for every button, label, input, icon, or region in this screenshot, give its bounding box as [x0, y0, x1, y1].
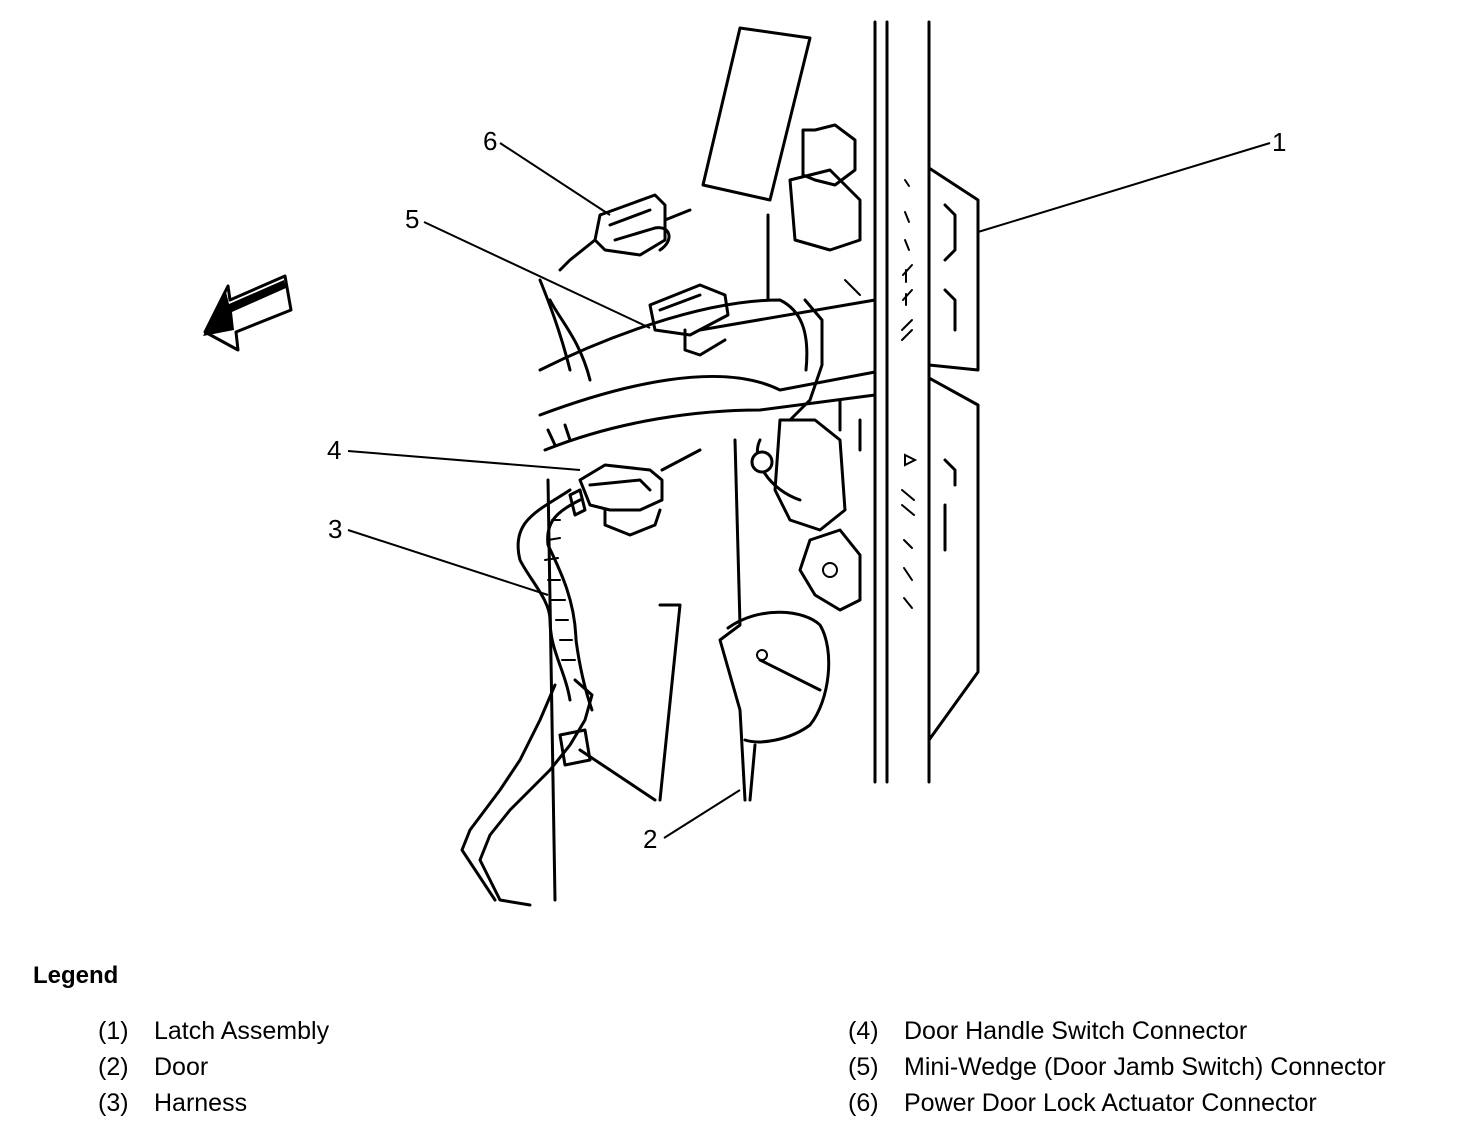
callout-5: 5	[405, 204, 419, 234]
legend-item: (5) Mini-Wedge (Door Jamb Switch) Connect…	[848, 1049, 1386, 1085]
legend-item-label: Mini-Wedge (Door Jamb Switch) Connector	[904, 1053, 1386, 1081]
arrow-forward-icon	[203, 274, 293, 352]
legend-item: (6) Power Door Lock Actuator Connector	[848, 1085, 1386, 1121]
legend-list-right: (4) Door Handle Switch Connector (5) Mini-…	[848, 1013, 1386, 1121]
power-door-lock-actuator-connector	[558, 193, 692, 272]
legend-item-label: Door Handle Switch Connector	[904, 1017, 1248, 1045]
legend-item-label: Latch Assembly	[154, 1017, 330, 1045]
callout-1: 1	[1272, 127, 1286, 157]
door-panel	[538, 298, 877, 802]
callout-3: 3	[328, 514, 342, 544]
legend-item: (4) Door Handle Switch Connector	[848, 1013, 1386, 1049]
legend-item-number: (1)	[98, 1017, 129, 1045]
legend-item-label: Door	[154, 1053, 209, 1081]
callout-leaders	[347, 142, 1271, 839]
legend-item-label: Harness	[154, 1089, 248, 1117]
legend-item: (1) Latch Assembly	[98, 1013, 329, 1049]
callout-4: 4	[327, 435, 341, 465]
legend-item-number: (3)	[98, 1089, 129, 1117]
legend-item-label: Power Door Lock Actuator Connector	[904, 1089, 1317, 1117]
door-pillar	[873, 20, 980, 784]
legend-item-number: (6)	[848, 1089, 879, 1117]
door-wiring-diagram: 1 2 3 4 5 6	[203, 20, 1286, 907]
legend-item: (3) Harness	[98, 1085, 329, 1121]
callout-6: 6	[483, 126, 497, 156]
legend-item-number: (5)	[848, 1053, 879, 1081]
legend-title: Legend	[33, 962, 119, 989]
harness	[460, 278, 594, 907]
mini-wedge-connector	[648, 283, 730, 357]
legend-item-number: (4)	[848, 1017, 879, 1045]
legend-item-number: (2)	[98, 1053, 129, 1081]
legend-item: (2) Door	[98, 1049, 329, 1085]
callout-2: 2	[643, 824, 657, 854]
latch-assembly	[701, 26, 862, 612]
legend-list-left: (1) Latch Assembly (2) Door (3) Harness	[98, 1013, 329, 1121]
door-handle-switch-connector	[568, 448, 702, 537]
